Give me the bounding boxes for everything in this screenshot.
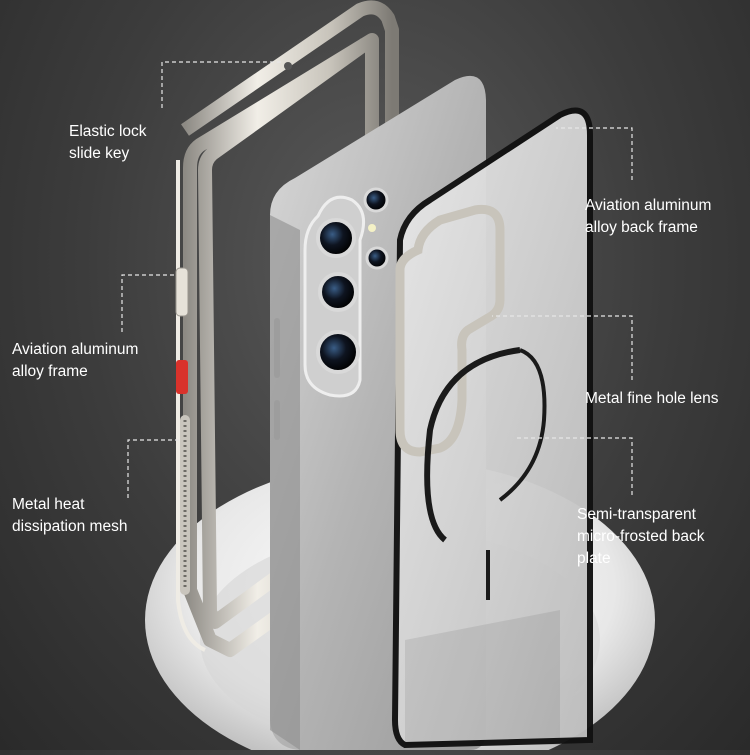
frosted-back-plate xyxy=(391,107,593,749)
label-aviation-frame: Aviation aluminum alloy frame xyxy=(12,341,139,380)
camera-lens-icon xyxy=(316,218,356,258)
magsafe-ring-icon xyxy=(424,347,521,543)
camera-module xyxy=(303,187,389,398)
lock-key-icon xyxy=(176,360,188,394)
camera-lens-icon xyxy=(316,330,360,374)
label-elastic-lock: Elastic lock slide key xyxy=(69,123,147,162)
label-heat-mesh: Metal heat dissipation mesh xyxy=(12,496,128,535)
leader-lines xyxy=(121,61,633,498)
heat-dissipation-mesh xyxy=(180,415,190,595)
label-aviation-back-frame: Aviation aluminum alloy back frame xyxy=(585,197,712,236)
label-fine-hole-lens: Metal fine hole lens xyxy=(585,390,719,407)
aluminum-bumper-frame xyxy=(175,0,399,750)
camera-lens-icon xyxy=(318,272,358,312)
label-back-plate: Semi-transparent micro-frosted back plat… xyxy=(577,506,705,567)
